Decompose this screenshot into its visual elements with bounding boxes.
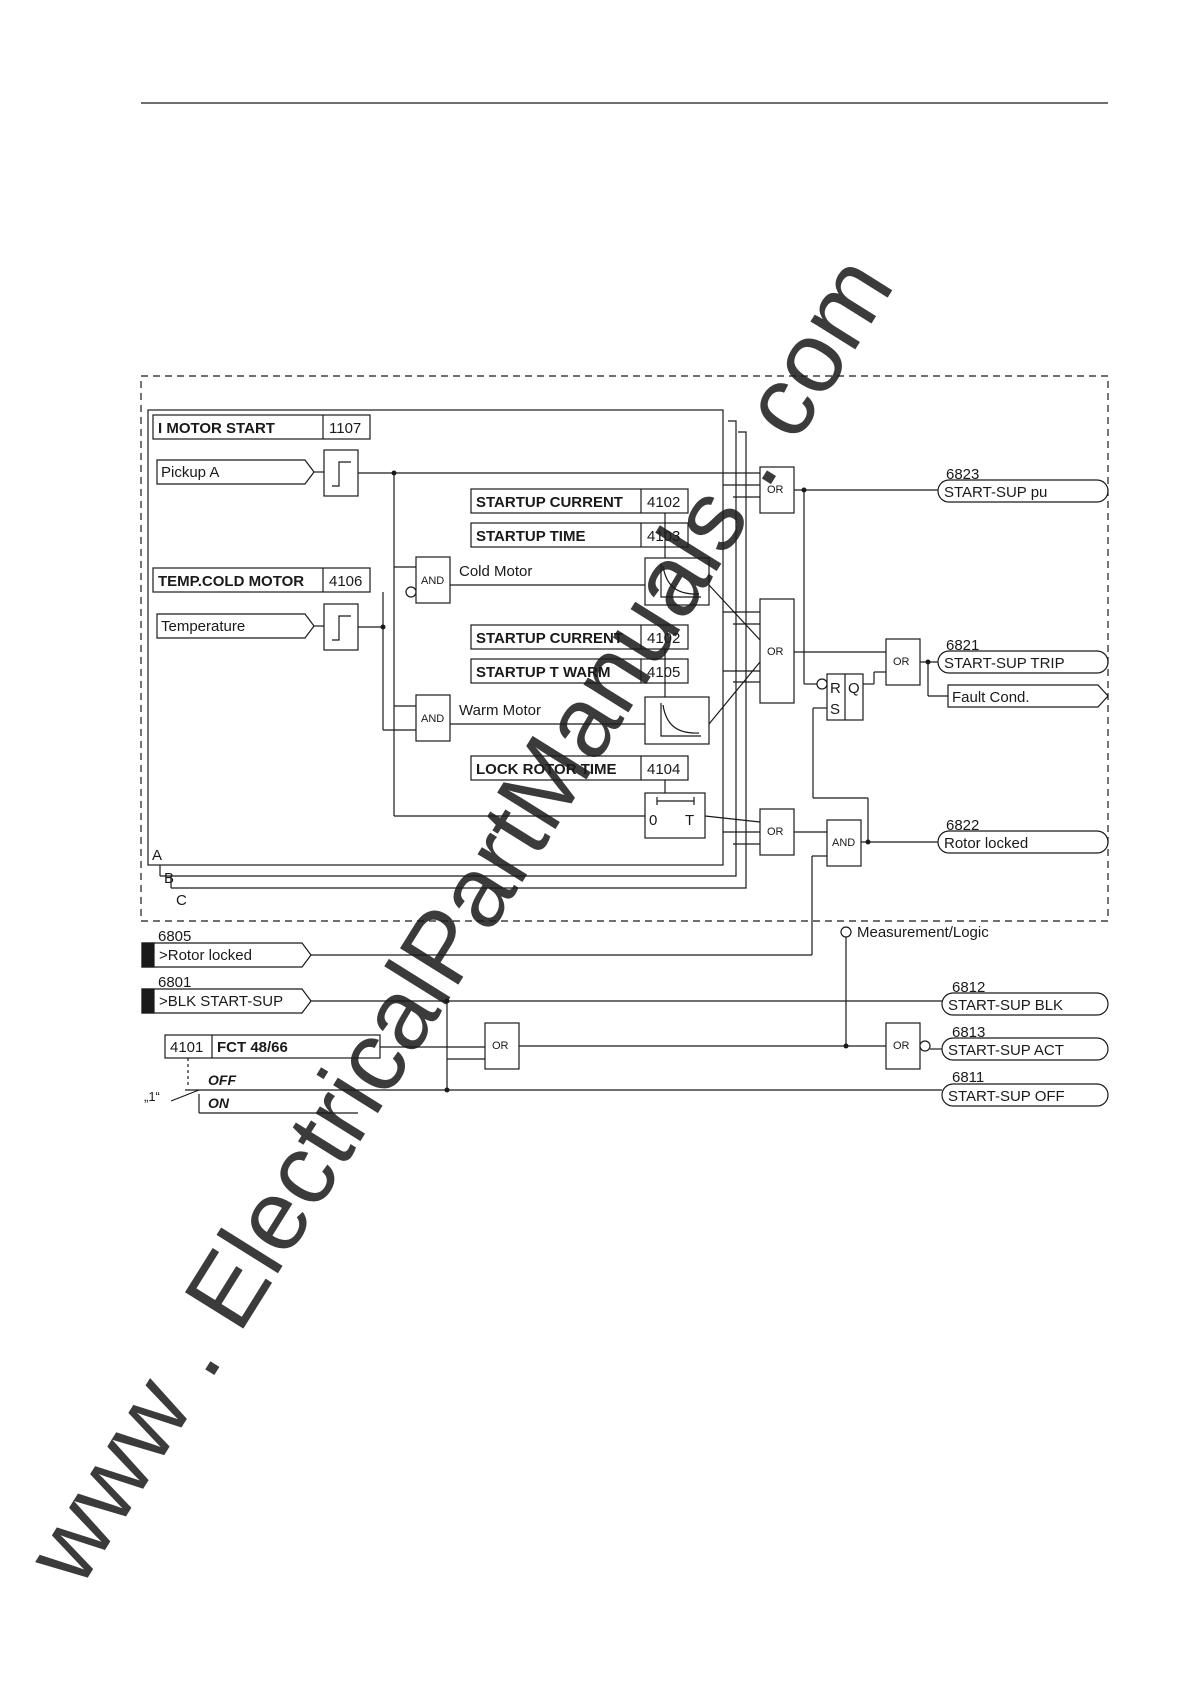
output-rotor-locked-num: 6822: [946, 817, 979, 834]
switch-on-label: ON: [208, 1095, 230, 1111]
param-lock-rotor-num: 4104: [647, 761, 680, 778]
phase-frame-b: [160, 420, 737, 877]
phase-c-label: C: [176, 892, 187, 909]
param-startup-current-2-label: STARTUP CURRENT: [476, 630, 623, 647]
output-start-sup-act-label: START-SUP ACT: [948, 1042, 1064, 1059]
const-one-label: „1“: [144, 1089, 160, 1104]
temperature-label: Temperature: [161, 618, 245, 635]
param-temp-cold-box: [152, 567, 371, 593]
timer-zero-label: 0: [649, 812, 657, 829]
or-gate-trip: [759, 598, 795, 704]
param-temp-cold-num: 4106: [329, 573, 362, 590]
phase-b-label: B: [164, 870, 174, 887]
rotor-locked-input-label: >Rotor locked: [159, 947, 252, 964]
temperature-input: [156, 613, 315, 639]
phase-frame-c: [171, 431, 747, 889]
param-temp-cold-label: TEMP.COLD MOTOR: [158, 573, 304, 590]
measurement-region: [140, 375, 1109, 922]
or-gate-pickup-label: OR: [767, 484, 784, 496]
param-fct-label: FCT 48/66: [217, 1039, 288, 1056]
param-startup-current-1-label: STARTUP CURRENT: [476, 494, 623, 511]
watermark-text: www . ElectricalPartManuals . com: [3, 237, 914, 1603]
output-start-sup-act-num: 6813: [952, 1024, 985, 1041]
param-lock-rotor-box: [470, 755, 689, 781]
output-fault-cond: [947, 684, 1109, 708]
warm-motor-label: Warm Motor: [459, 702, 541, 719]
rotor-locked-input-num: 6805: [158, 928, 191, 945]
param-startup-t-warm-label: STARTUP T WARM: [476, 664, 610, 681]
pickup-a-input: [156, 459, 315, 485]
param-motor-start-num: 1107: [329, 420, 361, 437]
measurement-logic-label: Measurement/Logic: [857, 924, 989, 941]
or-gate-trip-label: OR: [767, 646, 784, 658]
param-motor-start-label: I MOTOR START: [158, 420, 275, 437]
or-gate-act-label: OR: [893, 1040, 910, 1052]
curve-warm: [644, 696, 710, 745]
output-fault-cond-label: Fault Cond.: [952, 689, 1030, 706]
output-start-sup-trip-label: START-SUP TRIP: [944, 655, 1065, 672]
or-gate-rotor-label: OR: [767, 826, 784, 838]
output-start-sup-off-label: START-SUP OFF: [948, 1088, 1065, 1105]
and-gate-rotor-label: AND: [832, 837, 855, 849]
and-gate-rotor: [826, 819, 862, 867]
param-startup-time-num: 4103: [647, 528, 680, 545]
or-gate-trip-out-label: OR: [893, 656, 910, 668]
ff-r-label: R: [830, 680, 841, 697]
output-rotor-locked-label: Rotor locked: [944, 835, 1028, 852]
output-start-sup-trip-num: 6821: [946, 637, 979, 654]
output-start-sup-blk-num: 6812: [952, 979, 985, 996]
phase-frame-a: [147, 409, 724, 866]
output-start-sup-blk: [941, 992, 1109, 1016]
param-startup-t-warm-box: [470, 658, 689, 684]
output-start-sup-pu-num: 6823: [946, 466, 979, 483]
and-gate-warm: [415, 694, 451, 742]
param-startup-current-1-box: [470, 488, 689, 514]
and-gate-cold: [415, 556, 451, 604]
param-fct-num: 4101: [170, 1039, 203, 1056]
ff-s-label: S: [830, 701, 840, 718]
phase-a-label: A: [152, 847, 162, 864]
and-gate-warm-label: AND: [421, 713, 444, 725]
switch-off-label: OFF: [208, 1072, 236, 1088]
output-start-sup-pu-label: START-SUP pu: [944, 484, 1047, 501]
blk-start-sup-input-label: >BLK START-SUP: [159, 993, 283, 1010]
cold-motor-label: Cold Motor: [459, 563, 532, 580]
timer-t-label: T: [685, 812, 694, 829]
param-motor-start-box: [152, 414, 371, 440]
ff-q-label: Q: [848, 680, 860, 697]
or-gate-fct-label: OR: [492, 1040, 509, 1052]
blk-start-sup-input-num: 6801: [158, 974, 191, 991]
param-startup-time-box: [470, 522, 689, 548]
param-startup-t-warm-num: 4105: [647, 664, 680, 681]
param-startup-current-2-box: [470, 624, 689, 650]
pickup-a-label: Pickup A: [161, 464, 219, 481]
param-startup-current-2-num: 4102: [647, 630, 680, 647]
param-startup-time-label: STARTUP TIME: [476, 528, 585, 545]
threshold-stage-current: [323, 449, 359, 497]
and-gate-cold-label: AND: [421, 575, 444, 587]
output-start-sup-pu: [937, 479, 1109, 503]
wiring: [170, 471, 948, 1114]
param-lock-rotor-label: LOCK ROTOR TIME: [476, 761, 617, 778]
threshold-stage-temperature: [323, 603, 359, 651]
curve-cold: [644, 557, 710, 606]
output-start-sup-off-num: 6811: [952, 1069, 984, 1086]
output-start-sup-blk-label: START-SUP BLK: [948, 997, 1063, 1014]
output-start-sup-off: [941, 1083, 1109, 1107]
param-startup-current-1-num: 4102: [647, 494, 680, 511]
